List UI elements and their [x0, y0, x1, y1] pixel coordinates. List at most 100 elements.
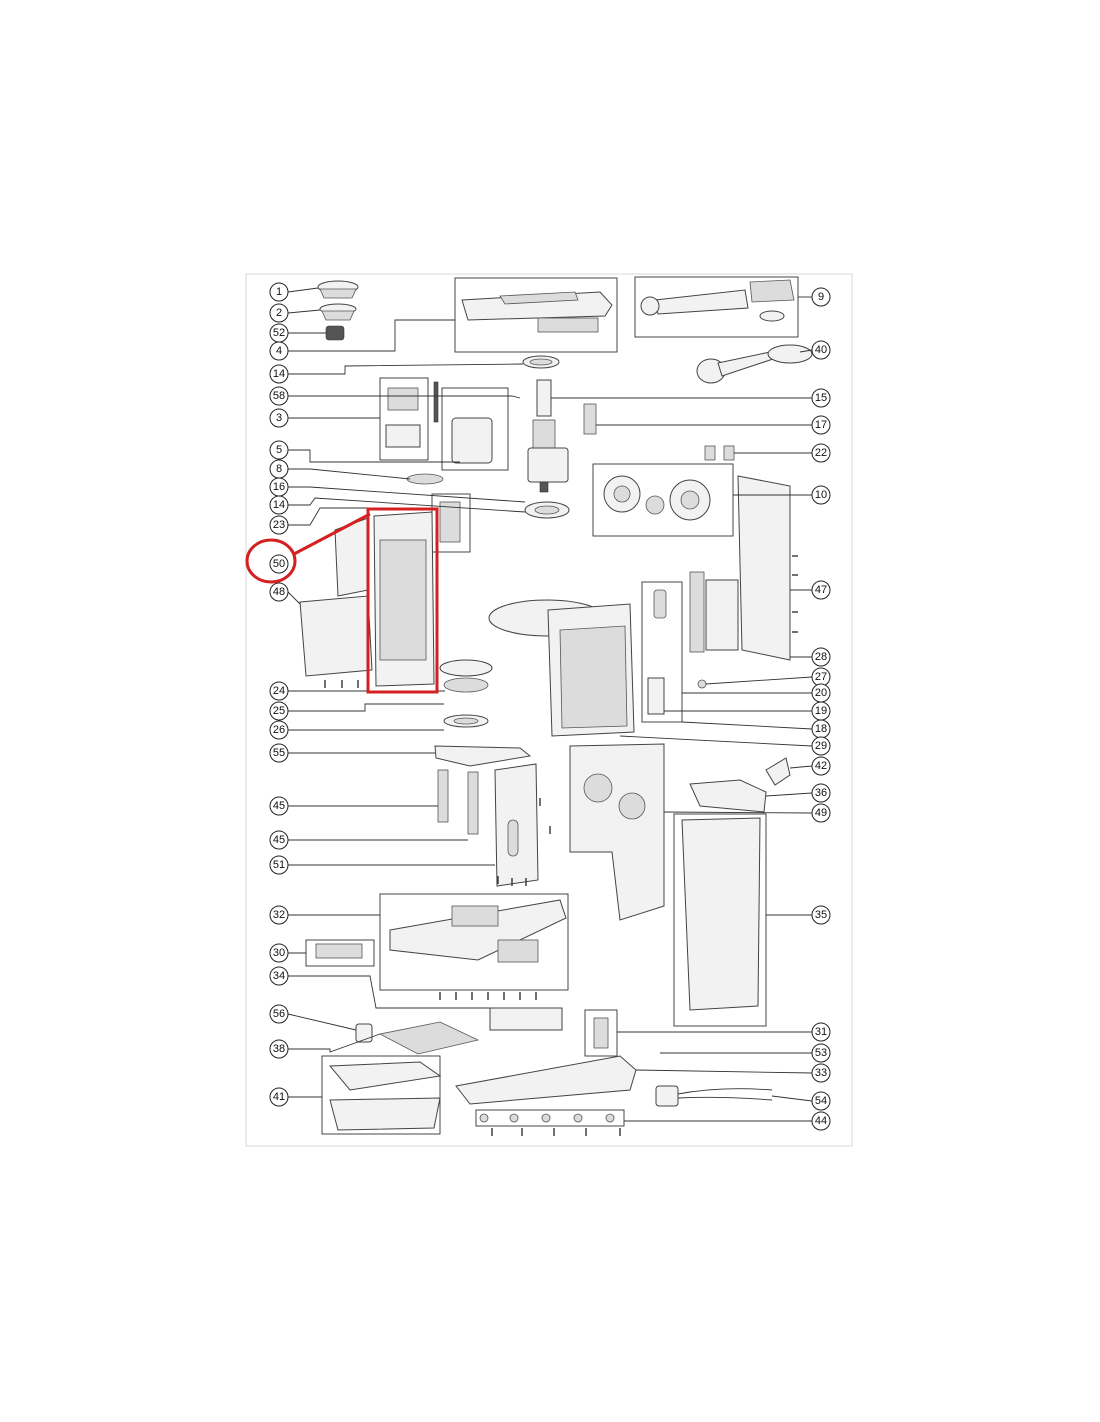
callout-c38: 38 — [269, 1039, 289, 1059]
callout-number: 44 — [815, 1115, 827, 1127]
highlight-pointer — [293, 512, 371, 556]
brew-group-part — [592, 463, 734, 537]
highlight-box — [366, 507, 439, 694]
callout-c1: 1 — [269, 282, 289, 302]
callout-c53: 53 — [811, 1043, 831, 1063]
callout-circle — [269, 440, 289, 460]
callout-c23: 23 — [269, 515, 289, 535]
callout-c8: 8 — [269, 459, 289, 479]
callout-c22: 22 — [811, 443, 831, 463]
feet-part — [475, 1109, 625, 1127]
callout-number: 16 — [273, 481, 285, 493]
filter-basket-part — [317, 280, 359, 341]
callout-c40: 40 — [811, 340, 831, 360]
callout-c42: 42 — [811, 756, 831, 776]
top-cover-part — [454, 277, 618, 353]
callout-number: 27 — [815, 671, 827, 683]
callout-labels: 1252414583581614235048242526554545513230… — [269, 282, 831, 1131]
callout-number: 10 — [815, 489, 827, 501]
callout-circle — [269, 515, 289, 535]
part-drawings — [299, 276, 813, 1136]
callout-c19: 19 — [811, 701, 831, 721]
callout-circle — [811, 340, 831, 360]
callout-number: 20 — [815, 687, 827, 699]
leader-lines — [287, 287, 813, 1122]
callout-number: 14 — [273, 368, 285, 380]
callout-circle — [269, 582, 289, 602]
callout-number: 52 — [273, 327, 285, 339]
callout-circle — [269, 966, 289, 986]
callout-c48: 48 — [269, 582, 289, 602]
callout-circle — [269, 341, 289, 361]
boiler-group-part — [379, 377, 509, 471]
callout-number: 31 — [815, 1026, 827, 1038]
callout-number: 30 — [273, 947, 285, 959]
callout-circle — [811, 580, 831, 600]
callout-circle — [269, 408, 289, 428]
callout-c47: 47 — [811, 580, 831, 600]
callout-circle — [269, 554, 289, 574]
callout-c44: 44 — [811, 1111, 831, 1131]
callout-number: 41 — [273, 1091, 285, 1103]
callout-number: 26 — [273, 724, 285, 736]
callout-circle — [811, 1063, 831, 1083]
callout-circle — [269, 943, 289, 963]
callout-circle — [811, 1022, 831, 1042]
callout-c5: 5 — [269, 440, 289, 460]
callout-c50: 50 — [269, 554, 289, 574]
callout-number: 45 — [273, 800, 285, 812]
callout-c30: 30 — [269, 943, 289, 963]
callout-circle — [269, 855, 289, 875]
callout-circle — [811, 783, 831, 803]
callout-number: 15 — [815, 392, 827, 404]
callout-circle — [811, 415, 831, 435]
callout-c54: 54 — [811, 1091, 831, 1111]
callout-number: 42 — [815, 760, 827, 772]
screws — [324, 555, 798, 1136]
callout-circle — [811, 756, 831, 776]
callout-c45b: 45 — [269, 830, 289, 850]
callout-number: 48 — [273, 586, 285, 598]
callout-circle — [811, 443, 831, 463]
callout-c14a: 14 — [269, 364, 289, 384]
callout-number: 50 — [273, 558, 285, 570]
callout-c26: 26 — [269, 720, 289, 740]
callout-circle — [811, 287, 831, 307]
callout-c15: 15 — [811, 388, 831, 408]
callout-number: 14 — [273, 499, 285, 511]
callout-c9: 9 — [811, 287, 831, 307]
callout-circle — [269, 1087, 289, 1107]
callout-number: 25 — [273, 705, 285, 717]
callout-c31: 31 — [811, 1022, 831, 1042]
callout-circle — [269, 282, 289, 302]
callout-c34: 34 — [269, 966, 289, 986]
portafilter-part — [696, 344, 813, 384]
callout-circle — [811, 1043, 831, 1063]
callout-circle — [811, 388, 831, 408]
callout-number: 53 — [815, 1047, 827, 1059]
callout-number: 3 — [276, 412, 282, 424]
callout-circle — [269, 720, 289, 740]
callout-c36: 36 — [811, 783, 831, 803]
callout-number: 19 — [815, 705, 827, 717]
callout-circle — [811, 485, 831, 505]
callout-circle — [269, 1039, 289, 1059]
callout-circle — [269, 1004, 289, 1024]
callout-circle — [811, 1111, 831, 1131]
callout-number: 1 — [276, 286, 282, 298]
callout-number: 47 — [815, 584, 827, 596]
callout-c29: 29 — [811, 736, 831, 756]
callout-circle — [269, 303, 289, 323]
callout-number: 24 — [273, 685, 285, 697]
callout-c33: 33 — [811, 1063, 831, 1083]
callout-circle — [269, 681, 289, 701]
callout-number: 54 — [815, 1095, 827, 1107]
callout-c35: 35 — [811, 905, 831, 925]
callout-c27: 27 — [811, 667, 831, 687]
callout-number: 36 — [815, 787, 827, 799]
callout-c52: 52 — [269, 323, 289, 343]
callout-number: 4 — [276, 345, 282, 357]
callout-circle — [269, 701, 289, 721]
callout-number: 18 — [815, 723, 827, 735]
